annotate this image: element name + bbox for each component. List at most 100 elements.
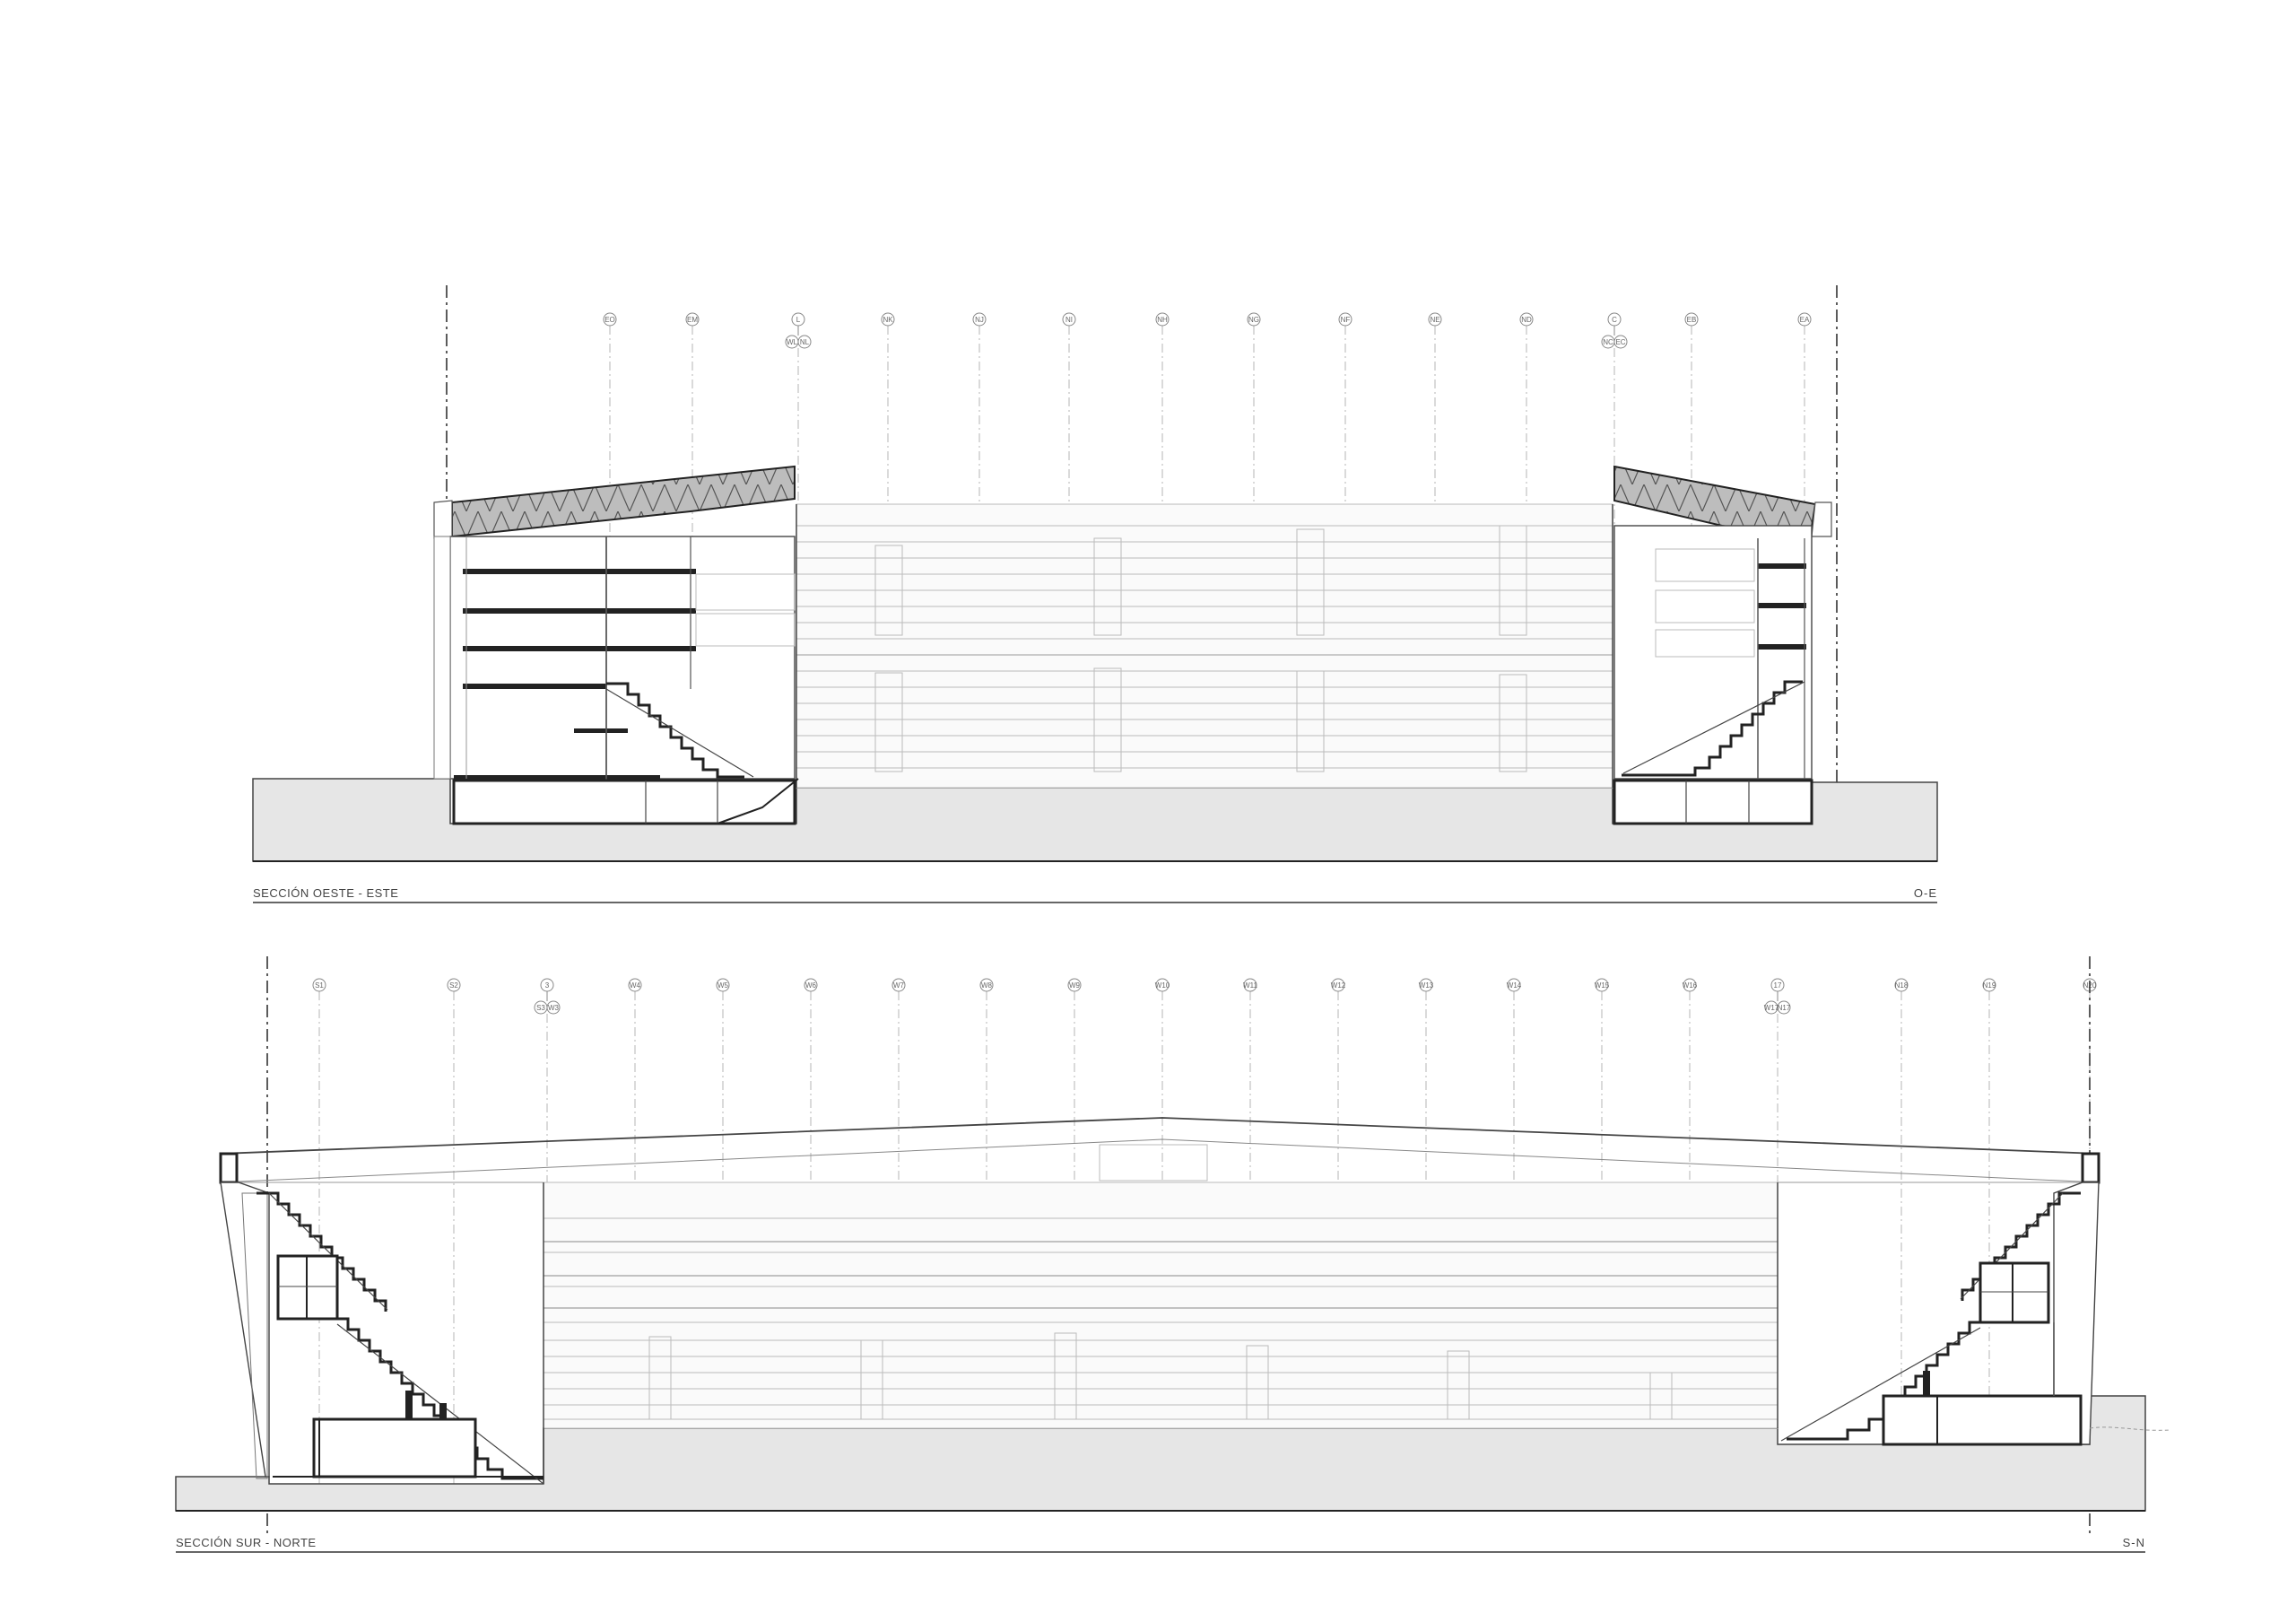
- grid-label: S1: [315, 981, 324, 990]
- grid-bubble: [1247, 312, 1261, 327]
- grid-line-nh: NH: [1155, 312, 1170, 861]
- grid-label: NJ: [975, 316, 984, 324]
- grid-bubble: [1428, 312, 1442, 327]
- grid-bubble: [804, 978, 818, 992]
- grid-label: W7: [893, 981, 905, 990]
- grid-bubble: [1797, 312, 1812, 327]
- grid-label: L: [796, 316, 801, 324]
- grid-sub-bubble: [546, 1000, 561, 1015]
- grid-label: NK: [883, 316, 893, 324]
- west-stand: [433, 465, 799, 825]
- grid-bubble: [881, 312, 895, 327]
- grid-line-eb: EB: [1684, 312, 1699, 861]
- grid-bubble: [603, 312, 617, 327]
- ground-west-east: [252, 778, 1938, 862]
- grid-bubble: [312, 978, 326, 992]
- grid-label: NF: [1341, 316, 1351, 324]
- grid-label: NH: [1157, 316, 1168, 324]
- grid-label: EB: [1687, 316, 1697, 324]
- grid-label: EA: [1800, 316, 1810, 324]
- grid-bubble: [1894, 978, 1909, 992]
- field-stands-south-north: [543, 1182, 1779, 1484]
- grid-bubble: [1155, 312, 1170, 327]
- grid-label: W13: [1419, 981, 1434, 990]
- grid-sub-label: S3: [536, 1004, 545, 1012]
- grid-label: W15: [1595, 981, 1610, 990]
- grid-label: W10: [1155, 981, 1170, 990]
- grid-label: W14: [1507, 981, 1522, 990]
- grid-line-ni: NI: [1062, 312, 1076, 861]
- grid-label: W6: [805, 981, 817, 990]
- grid-bubble: [1243, 978, 1257, 992]
- grid-label: NI: [1065, 316, 1073, 324]
- east-stand: [1613, 465, 1832, 825]
- grid-line-nd: ND: [1519, 312, 1534, 861]
- grid-sub-label: W3: [548, 1004, 560, 1012]
- grid-label: EO: [604, 316, 615, 324]
- grid-label: W5: [718, 981, 729, 990]
- grid-bubble: [1595, 978, 1609, 992]
- grid-sub-label: NC: [1603, 338, 1613, 346]
- grid-label: W11: [1243, 981, 1257, 990]
- south-stand: [220, 1182, 544, 1485]
- grid-label: N19: [1983, 981, 1996, 990]
- grid-bubble: [685, 312, 700, 327]
- grid-label: W12: [1331, 981, 1346, 990]
- north-stand: [1780, 1182, 2171, 1446]
- grid-bubble: [1684, 312, 1699, 327]
- grid-label: N18: [1895, 981, 1909, 990]
- grid-bubble: [972, 312, 987, 327]
- section-code-south-north: S-N: [2123, 1536, 2145, 1549]
- grid-label: W9: [1069, 981, 1081, 990]
- grid-bubble: [1683, 978, 1697, 992]
- grid-sub-label: WL: [787, 338, 798, 346]
- grid-label: C: [1612, 316, 1617, 324]
- grid-line-nj: NJ: [972, 312, 987, 861]
- grid-line-nk: NK: [881, 312, 895, 861]
- grid-label: W8: [981, 981, 993, 990]
- grid-sub-label: NL: [800, 338, 810, 346]
- grid-line-ng: NG: [1247, 312, 1261, 861]
- section-title-south-north: SECCIÓN SUR - NORTE: [176, 1536, 317, 1549]
- grid-line-eo: EO: [603, 312, 617, 861]
- grid-sub-label: W17: [1764, 1004, 1779, 1012]
- ground-south-north: [175, 1395, 2146, 1512]
- grid-bubble: [447, 978, 461, 992]
- grid-bubble: [628, 978, 642, 992]
- grid-bubble: [1067, 978, 1082, 992]
- grid-sub-bubble: [797, 335, 812, 349]
- grid-bubble: [1155, 978, 1170, 992]
- grid-line-em: EM: [685, 312, 700, 861]
- field-stands-west-east: [796, 503, 1613, 789]
- grid-bubble: [716, 978, 730, 992]
- grid-label: W4: [630, 981, 641, 990]
- grid-bubble: [1507, 978, 1521, 992]
- grid-line-ne: NE: [1428, 312, 1442, 861]
- grid-line-nf: NF: [1338, 312, 1352, 861]
- grid-line-ea: EA: [1797, 312, 1812, 861]
- grid-label: NG: [1248, 316, 1259, 324]
- grid-label: NE: [1430, 316, 1439, 324]
- grid-bubble: [1982, 978, 1996, 992]
- grid-sub-bubble: [1777, 1000, 1791, 1015]
- grid-bubble: [1419, 978, 1433, 992]
- grid-label: W16: [1683, 981, 1698, 990]
- grid-label: S2: [449, 981, 458, 990]
- grid-label: 3: [545, 981, 550, 990]
- roof-south-north: [219, 1117, 2100, 1184]
- grid-bubble: [891, 978, 906, 992]
- section-title-west-east: SECCIÓN OESTE - ESTE: [253, 886, 398, 900]
- grid-bubble: [1062, 312, 1076, 327]
- grid-bubble: [1519, 312, 1534, 327]
- grid-bubble: [1331, 978, 1345, 992]
- grid-sub-label: EC: [1615, 338, 1625, 346]
- grid-label: ND: [1521, 316, 1532, 324]
- grid-label: 17: [1774, 981, 1782, 990]
- grid-sub-label: N17: [1778, 1004, 1791, 1012]
- grid-label: EM: [687, 316, 698, 324]
